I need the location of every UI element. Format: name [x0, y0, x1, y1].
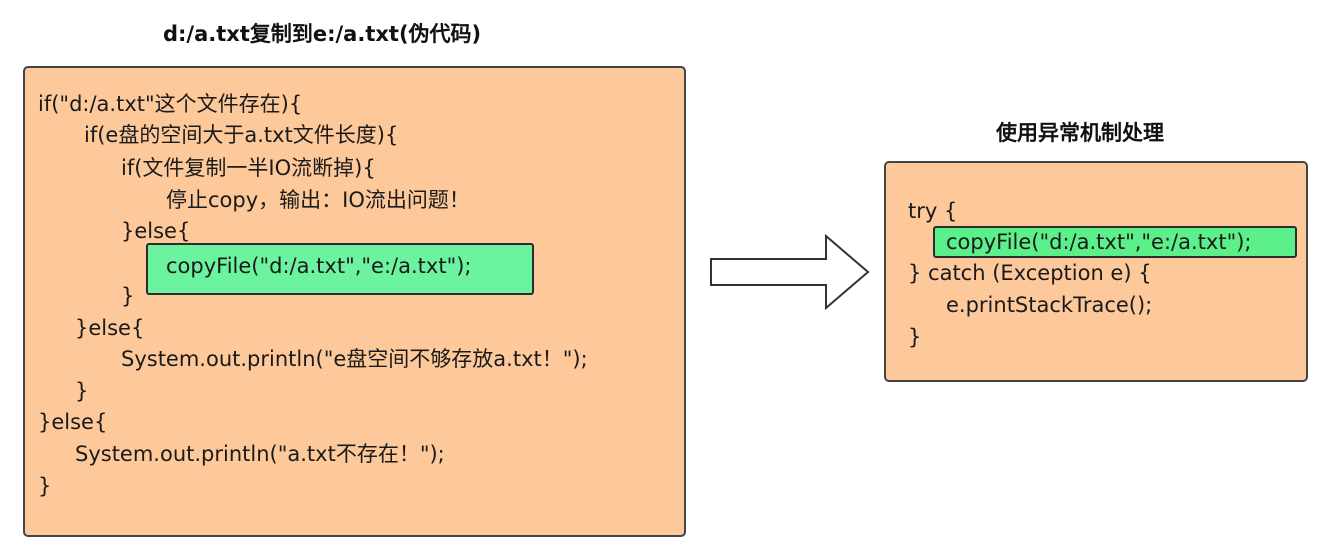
left-diagram-title: d:/a.txt复制到e:/a.txt(伪代码)	[163, 22, 482, 46]
right-arrow-icon	[710, 233, 870, 311]
copyfile-highlight-box-right	[933, 226, 1297, 258]
code-line-print-stack: e.printStackTrace();	[946, 293, 1153, 317]
right-diagram-title: 使用异常机制处理	[996, 121, 1164, 145]
code-line-if-file-exists: if("d:/a.txt"这个文件存在){	[38, 92, 303, 116]
code-line-close-2: }	[75, 379, 89, 403]
code-line-copyfile-right: copyFile("d:/a.txt","e:/a.txt");	[946, 230, 1252, 254]
code-line-close-try: }	[908, 325, 922, 349]
code-line-if-space-enough: if(e盘的空间大于a.txt文件长度){	[84, 123, 399, 147]
code-line-catch: } catch (Exception e) {	[908, 261, 1152, 285]
pseudocode-panel	[23, 66, 686, 537]
code-line-print-missing: System.out.println("a.txt不存在！");	[75, 442, 445, 466]
code-line-else-3: }else{	[38, 410, 108, 434]
code-line-print-space: System.out.println("e盘空间不够存放a.txt！");	[121, 347, 588, 371]
code-line-else-1: }else{	[121, 219, 191, 243]
code-line-close-1: }	[121, 284, 135, 308]
copyfile-highlight-box	[146, 243, 534, 295]
code-line-close-3: }	[38, 474, 52, 498]
code-line-else-2: }else{	[75, 316, 145, 340]
code-line-try: try {	[908, 199, 958, 223]
code-line-stop-copy: 停止copy，输出：IO流出问题！	[166, 188, 470, 212]
code-line-copyfile-left: copyFile("d:/a.txt","e:/a.txt");	[166, 254, 472, 278]
code-line-if-io-broken: if(文件复制一半IO流断掉){	[121, 156, 376, 180]
exception-handling-panel	[884, 161, 1308, 382]
